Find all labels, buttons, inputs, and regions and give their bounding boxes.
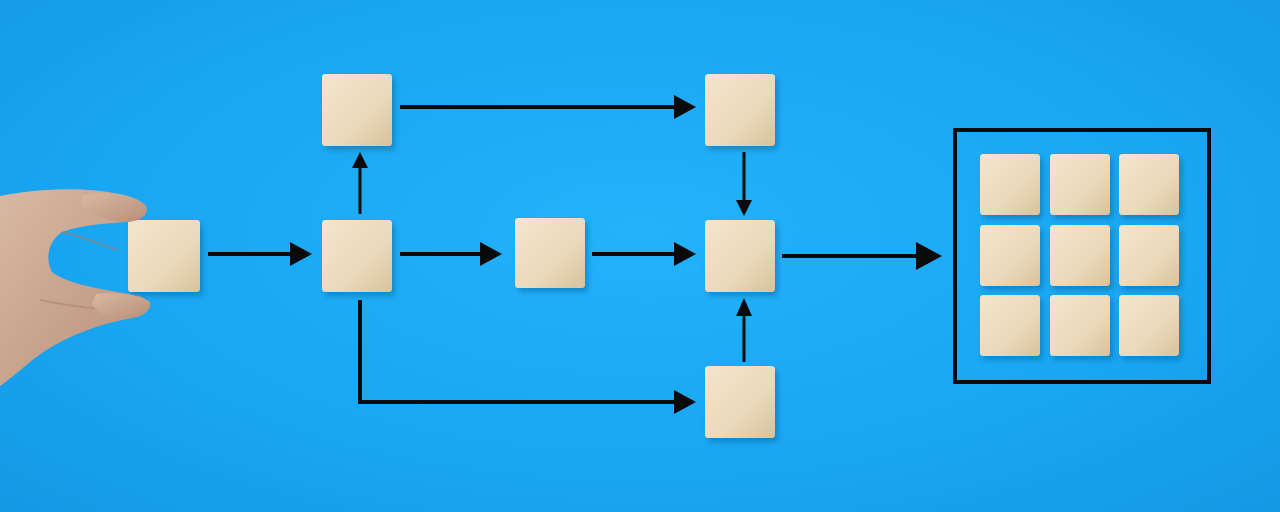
result-block-r1-c2 xyxy=(1050,154,1110,215)
wooden-block-middle-right xyxy=(705,220,775,292)
result-block-grid xyxy=(980,154,1179,356)
wooden-block-middle-left xyxy=(322,220,392,292)
arrow-start-to-middle-left xyxy=(208,242,312,266)
result-block-r1-c3 xyxy=(1119,154,1179,215)
flow-arrows xyxy=(208,95,942,414)
wooden-block-bottom-right xyxy=(705,366,775,438)
arrow-middle-to-middle-right xyxy=(592,242,696,266)
wooden-block-start xyxy=(128,220,200,292)
result-block-r3-c2 xyxy=(1050,295,1110,356)
result-frame xyxy=(953,128,1211,384)
result-block-r2-c1 xyxy=(980,225,1040,286)
arrow-bottom-right-to-middle-right xyxy=(736,298,752,362)
result-block-r3-c3 xyxy=(1119,295,1179,356)
arrow-middle-left-to-top-left xyxy=(352,152,368,214)
arrow-top-left-to-top-right xyxy=(400,95,696,119)
result-block-r3-c1 xyxy=(980,295,1040,356)
index-finger xyxy=(92,293,151,318)
result-block-r1-c1 xyxy=(980,154,1040,215)
arrow-top-right-to-middle-right xyxy=(736,152,752,216)
flow-blocks xyxy=(128,74,775,438)
result-block-r2-c2 xyxy=(1050,225,1110,286)
arrow-middle-right-to-result xyxy=(782,242,942,270)
wooden-block-top-right xyxy=(705,74,775,146)
wooden-block-middle xyxy=(515,218,585,288)
wooden-block-top-left xyxy=(322,74,392,146)
arrow-middle-left-to-middle xyxy=(400,242,502,266)
thumb xyxy=(82,193,147,222)
arrow-middle-left-to-bottom-right xyxy=(358,300,696,414)
result-block-r2-c3 xyxy=(1119,225,1179,286)
